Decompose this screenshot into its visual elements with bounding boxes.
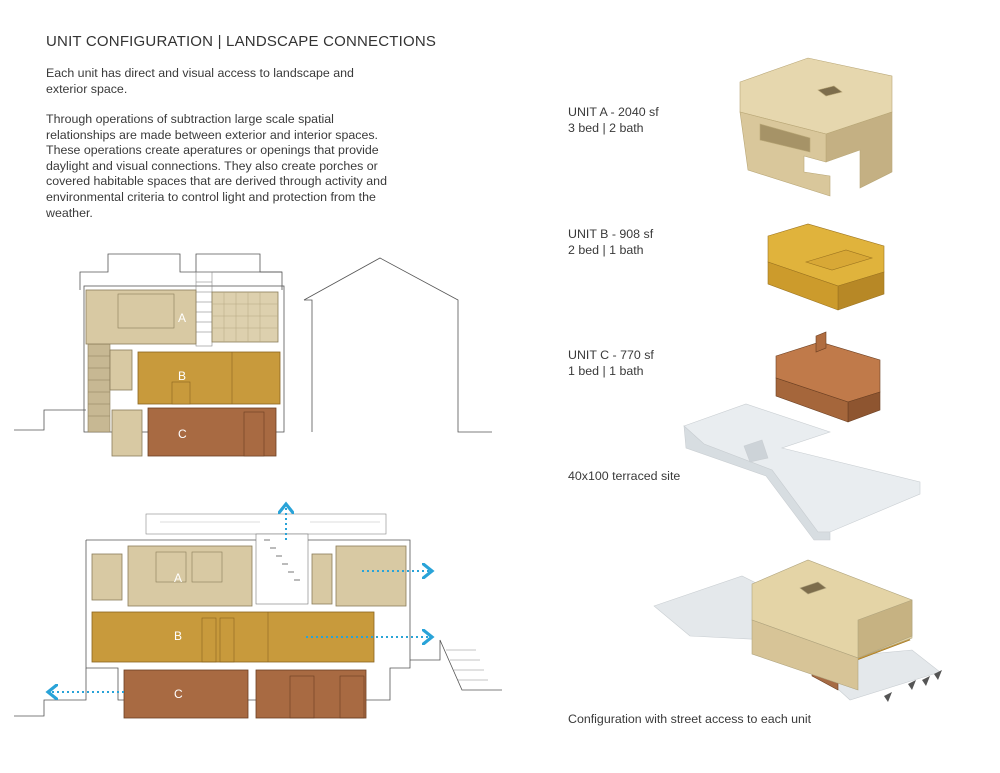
unit-b-label: UNIT B - 908 sf 2 bed | 1 bath [568,227,653,258]
street-arrow-2 [922,676,930,686]
section-drawing-2 [14,513,502,719]
configuration-model [653,559,941,701]
street-arrow-1 [908,680,916,690]
street-arrow-4 [884,692,892,702]
configuration-label: Configuration with street access to each… [568,712,812,726]
unit-c-model [775,331,881,423]
section1-label-b: B [178,369,186,383]
site-label: 40x100 terraced site [568,469,681,483]
unit-c-name: UNIT C - 770 sf [568,348,654,362]
unit-a-model [739,57,893,197]
operations-paragraph: Through operations of subtraction large … [46,112,387,220]
section2-label-c: C [174,687,183,701]
landscape-connection-arrows [50,506,430,692]
intro-paragraph: Each unit has direct and visual access t… [46,66,354,96]
unit-b-name: UNIT B - 908 sf [568,227,654,241]
page-title: UNIT CONFIGURATION | LANDSCAPE CONNECTIO… [46,33,437,50]
street-arrow-3 [934,670,942,680]
terraced-site-model [683,403,921,541]
unit-a-label: UNIT A - 2040 sf 3 bed | 2 bath [568,105,659,136]
unit-c-rooms: 1 bed | 1 bath [568,363,644,378]
unit-b-rooms: 2 bed | 1 bath [568,242,644,257]
unit-b-model [767,223,885,311]
section1-label-a: A [178,311,186,325]
section1-label-c: C [178,427,187,441]
street-access-arrows [884,670,942,702]
section2-label-a: A [174,571,182,585]
unit-c-label: UNIT C - 770 sf 1 bed | 1 bath [568,348,654,379]
unit-a-name: UNIT A - 2040 sf [568,105,659,119]
section-drawing-1 [14,253,492,457]
unit-a-rooms: 3 bed | 2 bath [568,120,644,135]
section2-label-b: B [174,629,182,643]
